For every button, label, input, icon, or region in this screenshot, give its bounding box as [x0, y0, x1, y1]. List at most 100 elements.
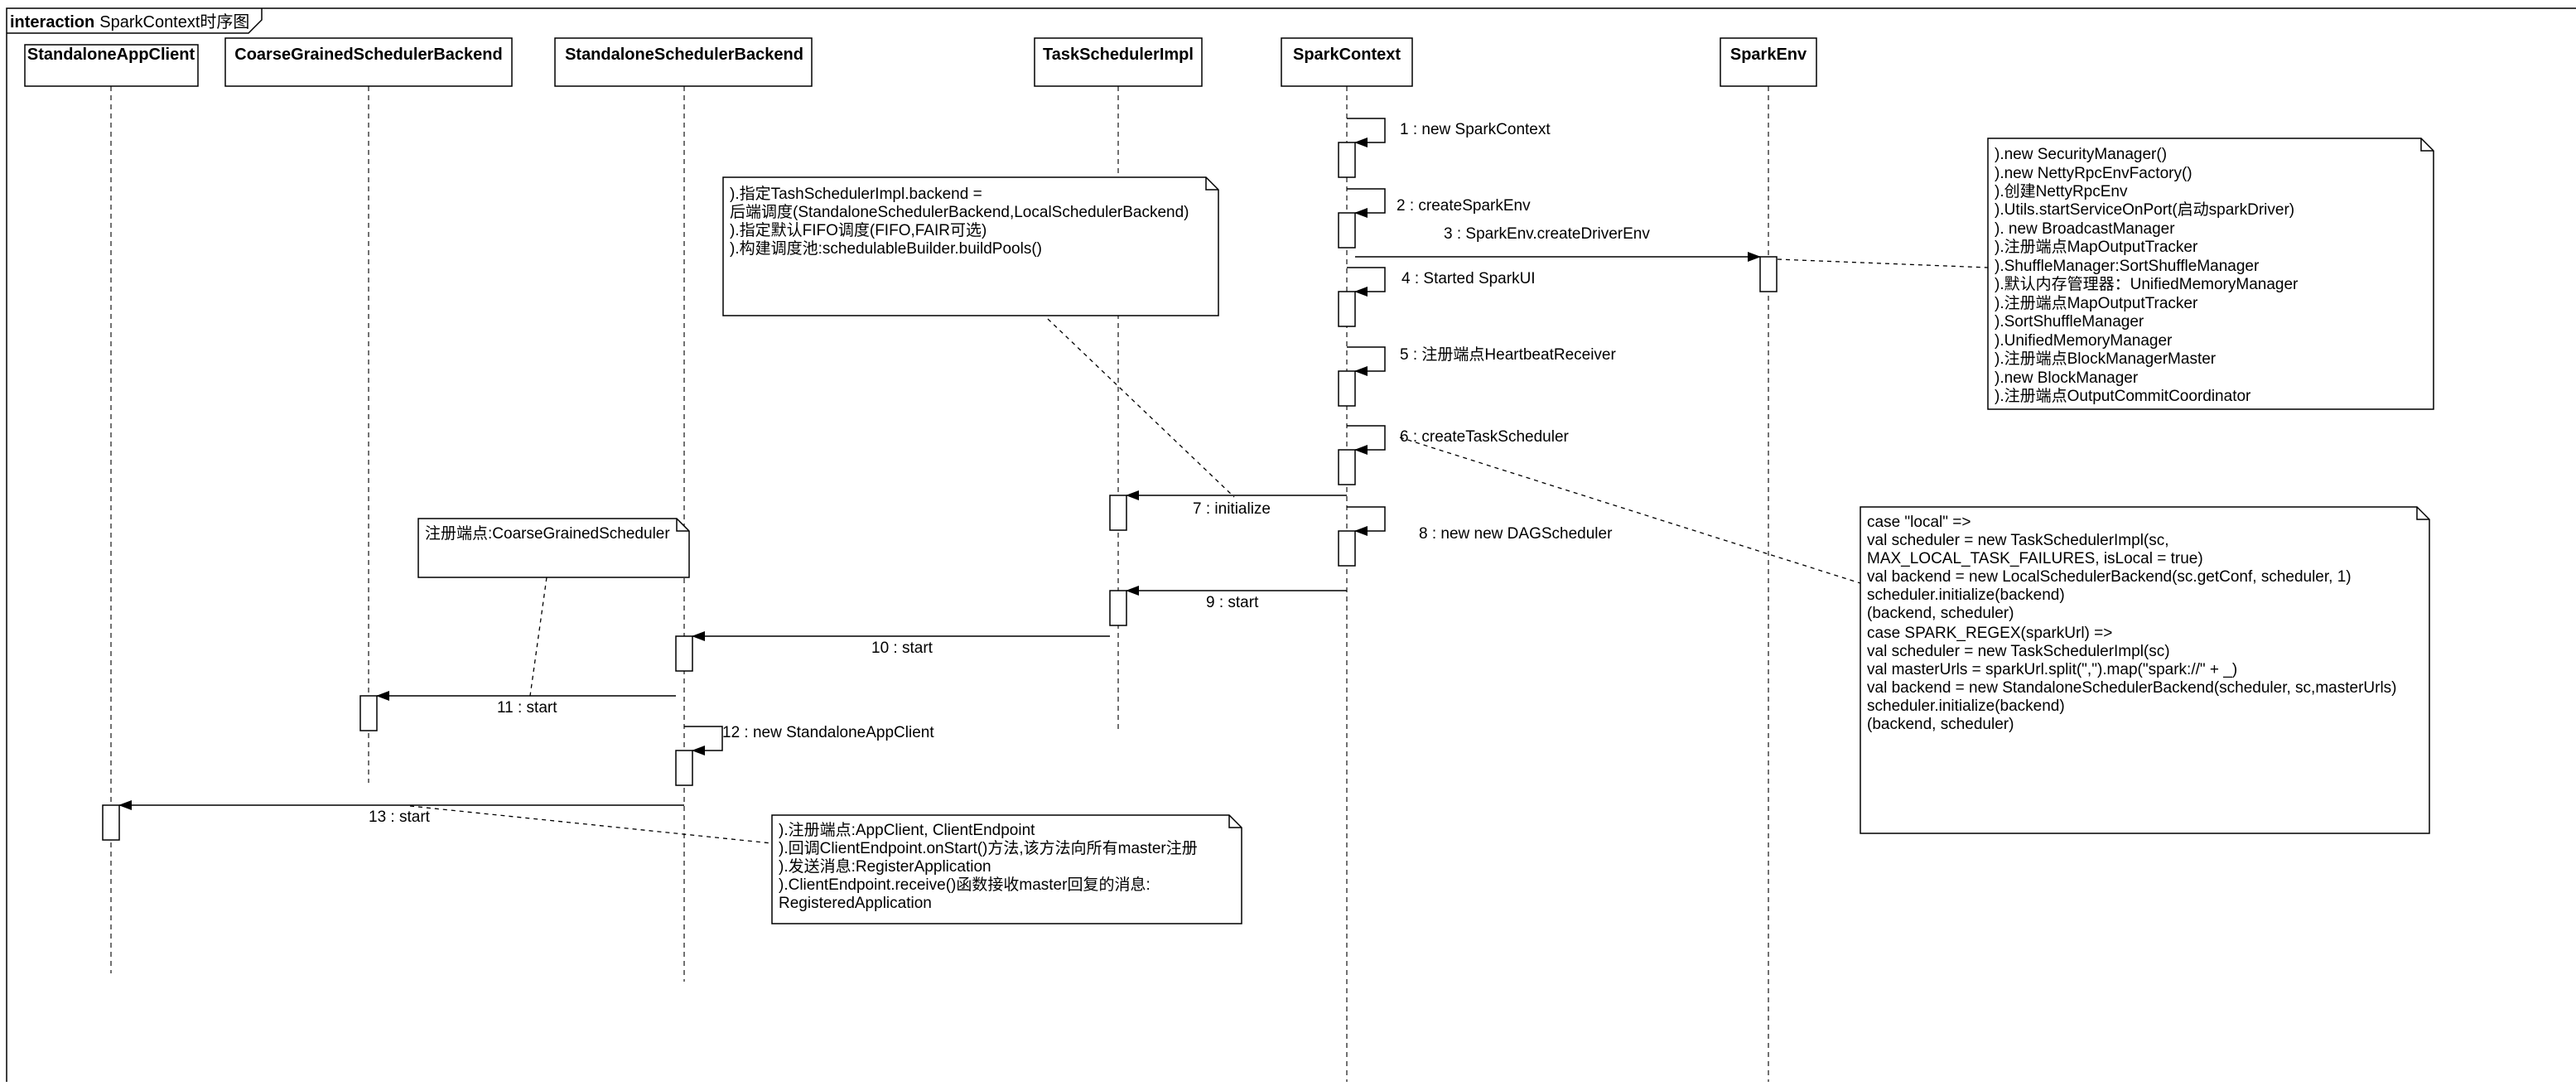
frame-title: interaction SparkContext时序图 [10, 12, 249, 31]
note-line: RegisteredApplication [779, 895, 932, 912]
message-arrow-12 [684, 726, 723, 755]
message-arrow-4 [1347, 267, 1386, 297]
note-line: ).new SecurityManager() [1995, 146, 2167, 163]
note-line: 注册端点:CoarseGrainedScheduler [425, 524, 670, 543]
message-arrow-8 [1347, 506, 1386, 536]
note-line: ).注册端点:AppClient, ClientEndpoint [779, 821, 1035, 839]
note-connector-coarse-grained [529, 577, 548, 697]
note-task-scheduler: ).指定TashSchedulerImpl.backend = 后端调度(Sta… [722, 176, 1219, 316]
note-line: ).指定默认FIFO调度(FIFO,FAIR可选) [730, 221, 987, 239]
note-line: ).new NettyRpcEnvFactory() [1995, 165, 2192, 182]
message-label-8: 8 : new new DAGScheduler [1419, 525, 1613, 543]
activation-bar [1338, 449, 1356, 485]
note-line: val scheduler = new TaskSchedulerImpl(sc… [1867, 532, 2169, 549]
note-connector-task-scheduler [1047, 318, 1235, 498]
note-line: MAX_LOCAL_TASK_FAILURES, isLocal = true) [1867, 550, 2203, 567]
note-line: ).注册端点OutputCommitCoordinator [1995, 387, 2251, 405]
message-label-7: 7 : initialize [1193, 500, 1271, 518]
lifeline-task-scheduler-impl[interactable]: TaskSchedulerImpl [1034, 37, 1203, 87]
note-app-client: ).注册端点:AppClient, ClientEndpoint ).回调Cli… [771, 814, 1242, 924]
note-line: ).ClientEndpoint.receive()函数接收master回复的消… [779, 876, 1151, 894]
note-coarse-grained: 注册端点:CoarseGrainedScheduler [417, 518, 690, 578]
lifeline-spark-context[interactable]: SparkContext [1281, 37, 1413, 87]
message-label-1: 1 : new SparkContext [1400, 121, 1551, 138]
activation-bar [1109, 590, 1127, 626]
message-arrow-6 [1347, 425, 1386, 455]
message-arrow-1 [1347, 118, 1386, 147]
messages [118, 118, 1761, 810]
lifeline-coarse-grained-scheduler-backend[interactable]: CoarseGrainedSchedulerBackend [224, 37, 513, 87]
lifeline-standalone-scheduler-backend[interactable]: StandaloneSchedulerBackend [554, 37, 813, 87]
lifeline-label: StandaloneAppClient [27, 46, 195, 64]
message-label-12: 12 : new StandaloneAppClient [722, 724, 934, 741]
note-line: ).ShuffleManager:SortShuffleManager [1995, 258, 2260, 275]
message-label-13: 13 : start [369, 808, 431, 826]
activation-bar [675, 635, 693, 672]
activation-bar [1109, 495, 1127, 531]
note-line: ).发送消息:RegisterApplication [779, 857, 991, 876]
note-connector-app-client [409, 805, 773, 844]
message-label-11: 11 : start [497, 699, 557, 717]
frame-name: SparkContext时序图 [99, 12, 249, 31]
note-spark-env: ).new SecurityManager() ).new NettyRpcEn… [1987, 138, 2434, 410]
lifeline-standalone-app-client[interactable]: StandaloneAppClient [24, 44, 199, 87]
lifeline-headers: StandaloneAppClient CoarseGrainedSchedul… [24, 37, 1817, 87]
note-line: val backend = new LocalSchedulerBackend(… [1867, 568, 2352, 586]
message-label-2: 2 : createSparkEnv [1397, 197, 1531, 215]
message-label-4: 4 : Started SparkUI [1401, 270, 1536, 287]
note-line: val backend = new StandaloneSchedulerBac… [1867, 679, 2397, 697]
note-line: ).默认内存管理器：UnifiedMemoryManager [1995, 275, 2299, 293]
message-arrow-2 [1347, 188, 1386, 218]
note-line: ).指定TashSchedulerImpl.backend = [730, 185, 982, 203]
note-line: ).构建调度池:schedulableBuilder.buildPools() [730, 239, 1042, 258]
lifeline-label: TaskSchedulerImpl [1043, 46, 1194, 64]
note-line: case SPARK_REGEX(sparkUrl) => [1867, 625, 2112, 642]
lifeline-label: SparkContext [1293, 46, 1401, 64]
note-line: ).new BlockManager [1995, 369, 2139, 387]
note-line: 后端调度(StandaloneSchedulerBackend,LocalSch… [730, 203, 1189, 221]
note-line: ).Utils.startServiceOnPort(启动sparkDriver… [1995, 200, 2294, 219]
message-label-9: 9 : start [1206, 594, 1259, 611]
note-line: ). new BroadcastManager [1995, 220, 2175, 238]
lifeline-label: StandaloneSchedulerBackend [565, 46, 803, 64]
message-labels: 1 : new SparkContext 2 : createSparkEnv … [369, 121, 1650, 826]
note-line: (backend, scheduler) [1867, 716, 2014, 733]
note-connector-spark-env [1777, 258, 1989, 268]
note-line: scheduler.initialize(backend) [1867, 697, 2065, 715]
note-line: case "local" => [1867, 514, 1971, 531]
lifeline-spark-env[interactable]: SparkEnv [1720, 37, 1817, 87]
activation-bar [1338, 370, 1356, 407]
activation-bar [1338, 212, 1356, 249]
message-label-5: 5 : 注册端点HeartbeatReceiver [1400, 345, 1616, 364]
note-line: scheduler.initialize(backend) [1867, 586, 2065, 604]
note-line: ).注册端点MapOutputTracker [1995, 238, 2198, 256]
activation-bar [359, 695, 378, 731]
note-line: ).注册端点MapOutputTracker [1995, 294, 2198, 312]
activation-bars [102, 142, 1778, 841]
activation-bar [1338, 291, 1356, 327]
activation-bar [1759, 256, 1778, 292]
activation-bar [1338, 530, 1356, 567]
lifeline-label: CoarseGrainedSchedulerBackend [234, 46, 502, 64]
note-line: ).创建NettyRpcEnv [1995, 182, 2128, 200]
message-label-6: 6 : createTaskScheduler [1400, 428, 1570, 446]
frame-keyword: interaction [10, 13, 94, 31]
note-line: val scheduler = new TaskSchedulerImpl(sc… [1867, 643, 2170, 660]
note-connectors [409, 258, 1989, 844]
activation-bar [675, 750, 693, 786]
message-label-3: 3 : SparkEnv.createDriverEnv [1444, 225, 1650, 243]
note-line: ).SortShuffleManager [1995, 313, 2144, 331]
message-label-10: 10 : start [871, 640, 933, 657]
message-arrow-5 [1347, 346, 1386, 376]
note-line: ).UnifiedMemoryManager [1995, 332, 2173, 350]
activation-bar [102, 804, 120, 841]
note-line: ).注册端点BlockManagerMaster [1995, 350, 2217, 368]
note-line: val masterUrls = sparkUrl.split(",").map… [1867, 661, 2237, 678]
note-line: ).回调ClientEndpoint.onStart()方法,该方法向所有mas… [779, 839, 1198, 857]
lifeline-label: SparkEnv [1730, 46, 1807, 64]
activation-bar [1338, 142, 1356, 178]
note-line: (backend, scheduler) [1867, 605, 2014, 622]
note-connector-create-task-scheduler [1399, 437, 1861, 584]
note-create-task-scheduler: case "local" => val scheduler = new Task… [1860, 506, 2430, 834]
